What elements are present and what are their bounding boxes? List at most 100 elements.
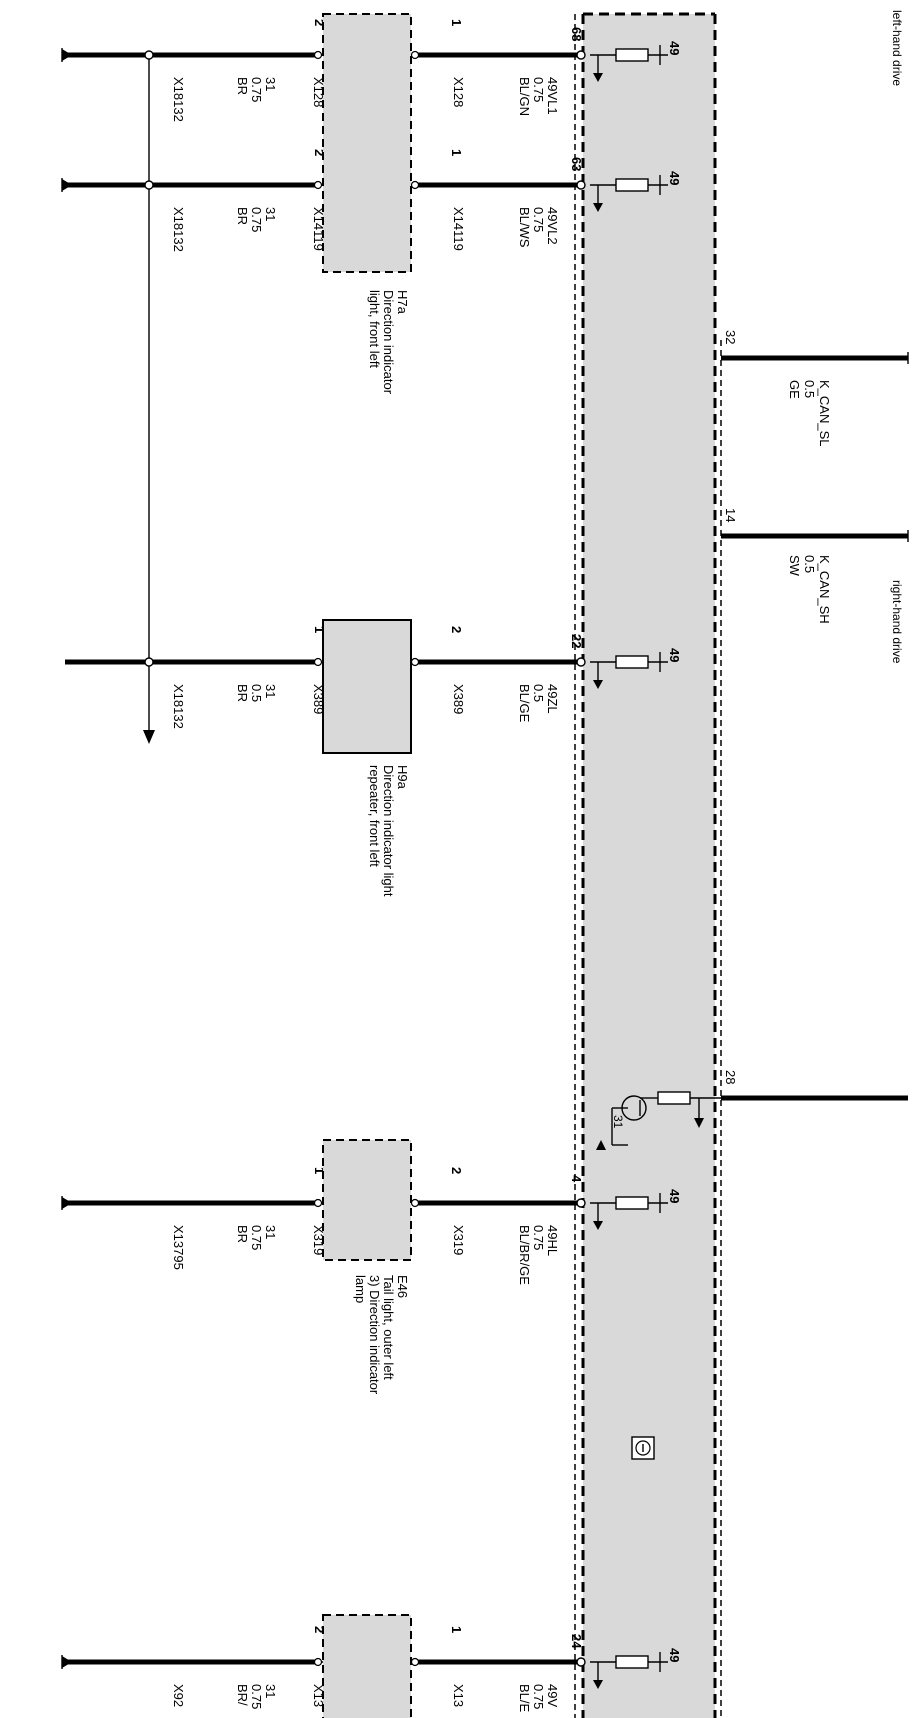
wire-signal: 49VL2	[545, 207, 560, 245]
resistor-icon	[615, 178, 649, 192]
wire-size: 0.75	[531, 77, 546, 102]
can-low-size: 0.5	[802, 380, 817, 398]
e46-id: E46	[395, 1275, 410, 1298]
return-signal: 31	[263, 207, 278, 221]
connector-b-pin: 1	[312, 1167, 327, 1174]
right-hand-drive-label: right-hand drive	[890, 580, 904, 664]
module-pin-number: 24	[569, 1634, 584, 1649]
can-high-color: SW	[787, 555, 802, 577]
return-signal: 31	[263, 684, 278, 698]
wire-size: 0.75	[531, 207, 546, 232]
ground-point: X13795	[171, 1225, 186, 1270]
e46-description: E46 Tail light, outer left 3) Direction …	[353, 1275, 410, 1395]
wire-signal: 49V	[545, 1684, 560, 1707]
ground-31-label: 31	[611, 1115, 625, 1129]
return-color: BR	[235, 207, 250, 225]
ground-terminal-icon	[62, 179, 72, 191]
connector-b: X128	[311, 77, 326, 107]
ground-terminal-icon	[62, 1197, 72, 1209]
h7a-desc-line1: Direction indicator	[381, 290, 396, 395]
lamp-h9a-housing	[322, 619, 412, 754]
wire-size: 0.5	[531, 684, 546, 702]
ground-terminal-icon	[62, 49, 72, 61]
can-high-wire: 14 K_CAN_SH 0.5 SW	[721, 508, 909, 624]
connector-a-pin: 1	[449, 19, 464, 26]
wire-color: BL/GN	[517, 77, 532, 116]
can-high-pin: 14	[723, 508, 738, 522]
connector-a-pin: 2	[449, 626, 464, 633]
down-arrow-icon	[593, 73, 603, 82]
resistor-value: 49	[667, 648, 682, 662]
pin28-wire: 28 31	[596, 1070, 908, 1150]
can-low-wire: 32 K_CAN_SL 0.5 GE	[721, 330, 909, 446]
resistor-icon	[615, 1196, 649, 1210]
can-low-color: GE	[787, 380, 802, 399]
h7a-id: H7a	[395, 290, 410, 315]
e46-desc-line1: Tail light, outer left	[381, 1275, 396, 1380]
ground-point: X92	[171, 1684, 186, 1707]
left-hand-drive-label: left-hand drive	[890, 10, 904, 86]
can-high-name: K_CAN_SH	[817, 555, 832, 624]
control-module-box	[583, 14, 715, 1718]
connector-a: X128	[451, 77, 466, 107]
h9a-description: H9a Direction indicator light repeater, …	[367, 765, 410, 897]
return-size: 0.5	[249, 684, 264, 702]
return-signal: 31	[263, 77, 278, 91]
lamp-circuit-row: 49449HL0.75BL/BR/GEX319231X319310.75BRX1…	[61, 1167, 682, 1285]
resistor-icon	[615, 1655, 649, 1669]
resistor-icon	[615, 655, 649, 669]
h9a-desc-line2: repeater, front left	[367, 765, 382, 867]
return-color: BR	[235, 684, 250, 702]
return-signal: 31	[263, 1684, 278, 1698]
connector-a-pin: 1	[449, 1626, 464, 1633]
connector-a-pin: 1	[449, 149, 464, 156]
e46-desc-line2: 3) Direction indicator	[367, 1275, 382, 1395]
can-high-size: 0.5	[802, 555, 817, 573]
wire-signal: 49VL1	[545, 77, 560, 115]
ground-terminal-icon	[62, 1656, 72, 1668]
down-arrow-icon	[593, 1221, 603, 1230]
wire-signal: 49HL	[545, 1225, 560, 1256]
connector-a: X14119	[451, 207, 466, 251]
can-low-name: K_CAN_SL	[817, 380, 832, 446]
connector-b-pin: 2	[312, 149, 327, 156]
return-color: BR	[235, 1225, 250, 1243]
wire-signal: 49ZL	[545, 684, 560, 714]
return-color: BR/	[235, 1684, 250, 1706]
pin28-label: 28	[723, 1070, 738, 1084]
connector-a-pin: 2	[449, 1167, 464, 1174]
h9a-desc-line1: Direction indicator light	[381, 765, 396, 897]
wire-color: BL/BR/GE	[517, 1225, 532, 1285]
connector-b-pin: 2	[312, 1626, 327, 1633]
lamp-next-housing	[322, 1614, 412, 1718]
connector-b: X319	[311, 1225, 326, 1255]
wire-color: BL/GE	[517, 684, 532, 723]
resistor-value: 49	[667, 1189, 682, 1203]
h7a-desc-line2: light, front left	[367, 290, 382, 368]
can-low-pin: 32	[723, 330, 738, 344]
wire-size: 0.75	[531, 1684, 546, 1709]
resistor-value: 49	[667, 171, 682, 185]
resistor-value: 49	[667, 41, 682, 55]
return-size: 0.75	[249, 77, 264, 102]
ground-point: X18132	[171, 684, 186, 729]
wire-size: 0.75	[531, 1225, 546, 1250]
connector-a: X319	[451, 1225, 466, 1255]
connector-b: X13	[311, 1684, 326, 1707]
lamp-e46-housing	[322, 1139, 412, 1261]
wire-color: BL/E	[517, 1684, 532, 1713]
h7a-description: H7a Direction indicator light, front lef…	[367, 290, 410, 395]
down-arrow-icon	[593, 680, 603, 689]
return-color: BR	[235, 77, 250, 95]
down-arrow-icon	[593, 1680, 603, 1689]
resistor-icon	[615, 48, 649, 62]
down-arrow-icon	[593, 203, 603, 212]
return-size: 0.75	[249, 1684, 264, 1709]
connector-b-pin: 1	[312, 626, 327, 633]
connector-a: X13	[451, 1684, 466, 1707]
resistor-value: 49	[667, 1648, 682, 1662]
h9a-id: H9a	[395, 765, 410, 790]
return-size: 0.75	[249, 1225, 264, 1250]
